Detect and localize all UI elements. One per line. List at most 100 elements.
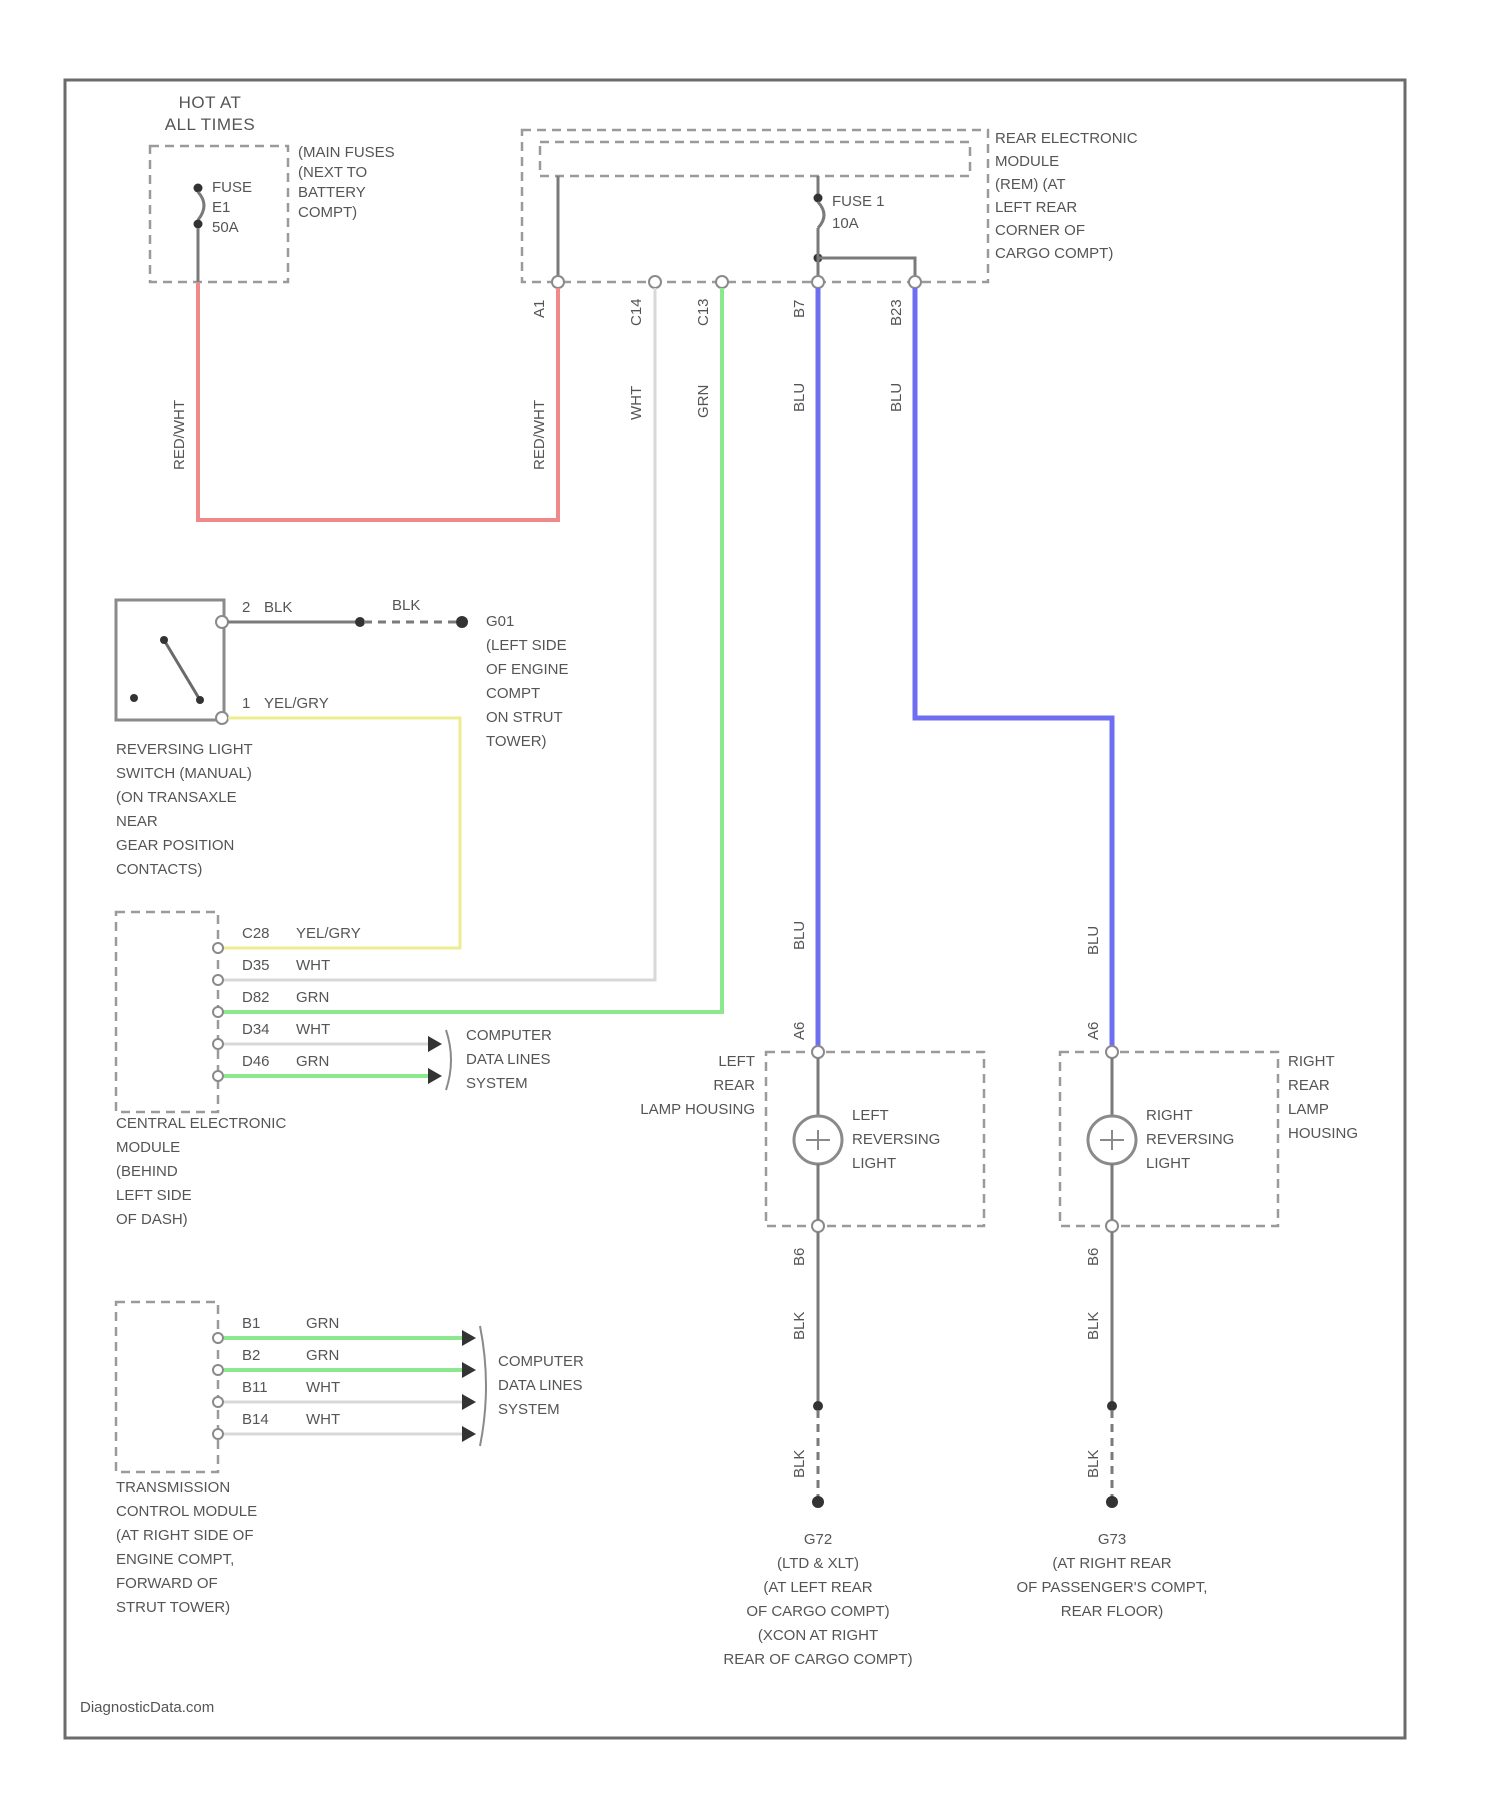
rem-fuse-icon — [818, 202, 824, 228]
ground-g72: G72 (LTD & XLT) (AT LEFT REAR OF CARGO C… — [723, 1531, 912, 1668]
cem-data-label-2: DATA LINES — [466, 1051, 550, 1068]
ground-g73-symbol — [1106, 1496, 1118, 1508]
right-housing-label-3: LAMP — [1288, 1101, 1329, 1118]
arrow-tcm-b11 — [462, 1394, 476, 1410]
tcm-data-label-2: DATA LINES — [498, 1377, 582, 1394]
tcm-label-2: CONTROL MODULE — [116, 1503, 257, 1520]
cem-pin-label-d35: D35 — [242, 957, 270, 974]
tcm-color-label-b1: GRN — [306, 1315, 339, 1332]
arrow-tcm-b1 — [462, 1330, 476, 1346]
cem-label-4: LEFT SIDE — [116, 1187, 192, 1204]
central-electronic-module: C28 D35 D82 D34 D46 YEL/GRY WHT GRN WHT … — [116, 912, 361, 1228]
left-lamp-pin-label-a6: A6 — [791, 1022, 808, 1040]
ground-g72-label-5: (XCON AT RIGHT — [758, 1627, 878, 1644]
ground-g01-label-4: COMPT — [486, 685, 540, 702]
watermark: DiagnosticData.com — [80, 1699, 214, 1716]
wire-red-wht-feed — [198, 282, 558, 520]
tcm-data-label-3: SYSTEM — [498, 1401, 560, 1418]
ground-g01-label-3: OF ENGINE — [486, 661, 569, 678]
ground-g01-label-1: G01 — [486, 613, 514, 630]
left-ground-splice — [813, 1401, 823, 1411]
cem-data-bracket — [446, 1030, 451, 1090]
fuse-e1-label-1: FUSE — [212, 179, 252, 196]
rem-pin-b7 — [812, 276, 824, 288]
right-housing-label-1: RIGHT — [1288, 1053, 1335, 1070]
rem-pin-a1 — [552, 276, 564, 288]
cem-pin-d46 — [213, 1071, 223, 1081]
tcm-color-label-b14: WHT — [306, 1411, 340, 1428]
rem-pin-label-c14: C14 — [628, 298, 645, 326]
tcm-label-1: TRANSMISSION — [116, 1479, 230, 1496]
rem-internal-b23 — [818, 258, 915, 278]
main-fuses-label-2: (NEXT TO — [298, 164, 367, 181]
switch-label-4: NEAR — [116, 813, 158, 830]
rem-pin-label-a1: A1 — [531, 300, 548, 318]
right-lamp-pin-a6 — [1106, 1046, 1118, 1058]
right-lamp-pin-b6 — [1106, 1220, 1118, 1232]
fuse-e1-terminal-bottom — [194, 220, 203, 229]
cem-label-2: MODULE — [116, 1139, 180, 1156]
left-light-label-3: LIGHT — [852, 1155, 896, 1172]
wire-wht-rem-cem — [218, 288, 655, 980]
right-housing-label-4: HOUSING — [1288, 1125, 1358, 1142]
right-ground-splice — [1107, 1401, 1117, 1411]
cem-pin-c28 — [213, 943, 223, 953]
left-light-label-2: REVERSING — [852, 1131, 940, 1148]
ground-g01-label-6: TOWER) — [486, 733, 547, 750]
tcm-label-6: STRUT TOWER) — [116, 1599, 230, 1616]
left-lamp-pin-b6 — [812, 1220, 824, 1232]
tcm-data-label-1: COMPUTER — [498, 1353, 584, 1370]
tcm-data-bracket — [480, 1326, 486, 1446]
arrow-cem-d34 — [428, 1036, 442, 1052]
left-lamp-pin-a6 — [812, 1046, 824, 1058]
ground-g72-label-3: (AT LEFT REAR — [763, 1579, 872, 1596]
wire-label-blk-right-top: BLK — [1085, 1312, 1102, 1340]
rem-pin-label-b7: B7 — [791, 300, 808, 318]
arrow-tcm-b14 — [462, 1426, 476, 1442]
rem-pin-label-c13: C13 — [695, 298, 712, 326]
rem-label-2: MODULE — [995, 153, 1059, 170]
tcm-label-5: FORWARD OF — [116, 1575, 218, 1592]
wire-label-red-wht-right: RED/WHT — [531, 400, 548, 470]
wire-label-blu-left-top: BLU — [791, 383, 808, 412]
ground-g73-label-1: G73 — [1098, 1531, 1126, 1548]
wire-label-blk-left-bottom: BLK — [791, 1450, 808, 1478]
cem-label-1: CENTRAL ELECTRONIC — [116, 1115, 286, 1132]
wire-label-red-wht-left: RED/WHT — [171, 400, 188, 470]
cem-pin-d82 — [213, 1007, 223, 1017]
wire-yel-gry-switch-cem — [218, 718, 460, 948]
rem-pin-b23 — [909, 276, 921, 288]
switch-body — [116, 600, 224, 720]
cem-pin-d34 — [213, 1039, 223, 1049]
right-rear-lamp-housing: A6 B6 RIGHT REVERSING LIGHT RIGHT REAR L… — [1060, 1022, 1358, 1266]
tcm-pin-b2 — [213, 1365, 223, 1375]
wire-blu-right-lamp — [915, 288, 1112, 1050]
cem-color-label-c28: YEL/GRY — [296, 925, 361, 942]
switch-label-5: GEAR POSITION — [116, 837, 234, 854]
switch-label-2: SWITCH (MANUAL) — [116, 765, 252, 782]
rem-label-3: (REM) (AT — [995, 176, 1066, 193]
wire-label-blu-right-top: BLU — [888, 383, 905, 412]
tcm-pin-b1 — [213, 1333, 223, 1343]
wire-grn-rem-cem — [218, 288, 722, 1012]
right-lamp-pin-label-a6: A6 — [1085, 1022, 1102, 1040]
switch-wire-label-blk: BLK — [264, 599, 292, 616]
switch-pin-2 — [216, 616, 228, 628]
arrow-tcm-b2 — [462, 1362, 476, 1378]
main-fuse-box: HOT AT ALL TIMES (MAIN FUSES (NEXT TO BA… — [150, 93, 395, 282]
reversing-light-switch: 2 BLK 1 YEL/GRY REVERSING LIGHT SWITCH (… — [116, 599, 329, 878]
fuse-e1-label-2: E1 — [212, 199, 230, 216]
left-housing-label-1: LEFT — [718, 1053, 755, 1070]
ground-g72-label-2: (LTD & XLT) — [777, 1555, 859, 1572]
arrow-cem-d46 — [428, 1068, 442, 1084]
left-light-label-1: LEFT — [852, 1107, 889, 1124]
rem-fuse-label-1: FUSE 1 — [832, 193, 885, 210]
fuse-e1-label-3: 50A — [212, 219, 239, 236]
tcm-pin-label-b14: B14 — [242, 1411, 269, 1428]
left-lamp-pin-label-b6: B6 — [791, 1248, 808, 1266]
ground-g01-label-2: (LEFT SIDE — [486, 637, 567, 654]
fuse-e1-terminal-top — [194, 184, 203, 193]
left-housing-label-3: LAMP HOUSING — [640, 1101, 755, 1118]
right-light-label-2: REVERSING — [1146, 1131, 1234, 1148]
